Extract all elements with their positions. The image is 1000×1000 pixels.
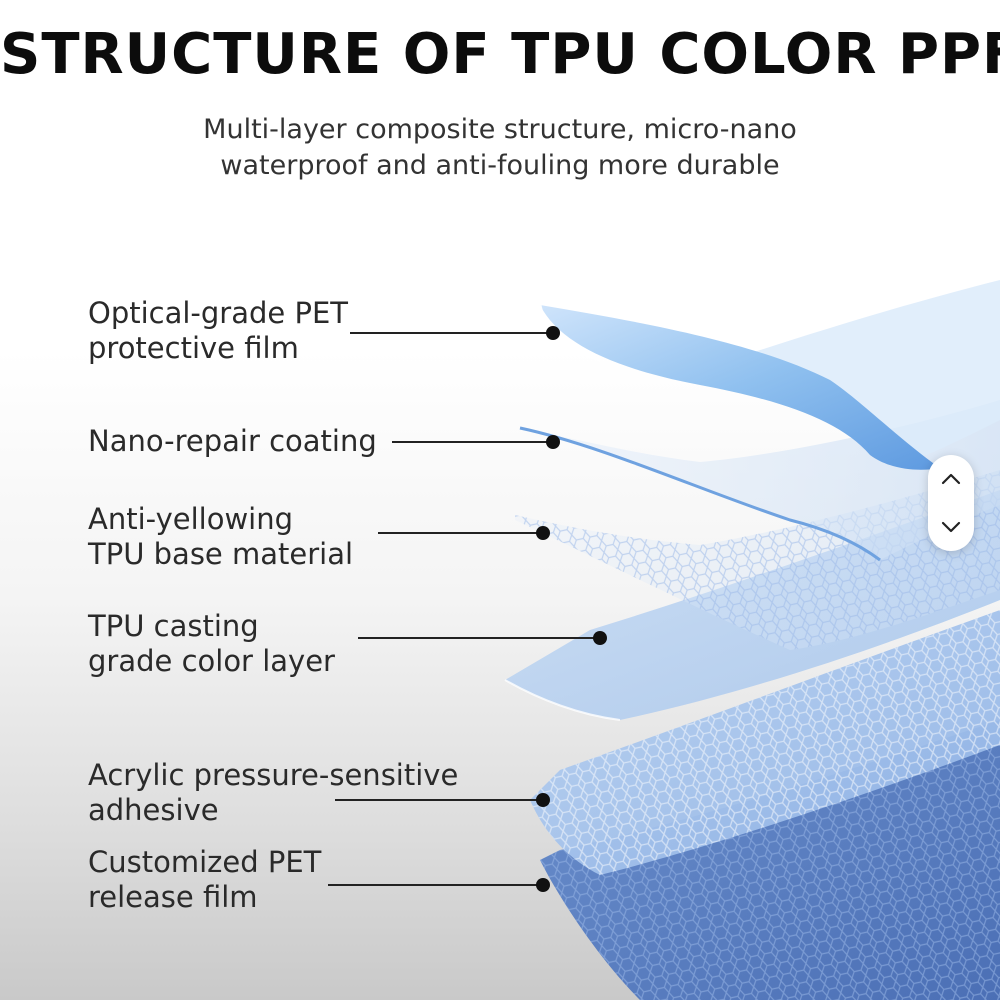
adhesive-layer: [530, 610, 1000, 875]
leader-dot-2: [546, 435, 560, 449]
label-anti-yellowing-tpu: Anti-yellowing TPU base material: [88, 502, 353, 572]
label-line: TPU base material: [88, 537, 354, 571]
chevron-up-icon: [941, 473, 961, 485]
leader-dot-3: [536, 526, 550, 540]
leader-dots: [536, 326, 607, 892]
chevron-down-icon: [941, 521, 961, 533]
leader-dot-5: [536, 793, 550, 807]
label-acrylic-adhesive: Acrylic pressure-sensitive adhesive: [88, 758, 458, 828]
leader-dot-6: [536, 878, 550, 892]
label-line: grade color layer: [88, 644, 335, 678]
page-title: STRUCTURE OF TPU COLOR PPF: [0, 22, 1000, 87]
page-subtitle: Multi-layer composite structure, micro-n…: [0, 112, 1000, 184]
label-line: adhesive: [88, 793, 219, 827]
label-line: Anti-yellowing: [88, 502, 294, 536]
label-line: Acrylic pressure-sensitive: [88, 758, 459, 792]
label-line: Customized PET: [88, 845, 322, 879]
label-line: Optical-grade PET: [88, 296, 348, 330]
leader-dot-1: [546, 326, 560, 340]
label-line: Nano-repair coating: [88, 424, 377, 458]
label-line: protective film: [88, 331, 299, 365]
release-film-layer: [540, 720, 1000, 1000]
scroll-down-button[interactable]: [928, 503, 974, 551]
label-line: release film: [88, 880, 258, 914]
subtitle-line-2: waterproof and anti-fouling more durable: [220, 150, 780, 181]
label-pet-release-film: Customized PET release film: [88, 845, 321, 915]
label-nano-repair-coating: Nano-repair coating: [88, 424, 377, 459]
leader-dot-4: [593, 631, 607, 645]
scroll-control: [928, 455, 974, 551]
subtitle-line-1: Multi-layer composite structure, micro-n…: [203, 114, 797, 145]
label-optical-pet-film: Optical-grade PET protective film: [88, 296, 348, 366]
scroll-up-button[interactable]: [928, 455, 974, 503]
label-line: TPU casting: [88, 609, 259, 643]
pet-protective-layer: [538, 280, 1000, 470]
leader-lines: [328, 332, 600, 886]
label-tpu-color-layer: TPU casting grade color layer: [88, 609, 335, 679]
